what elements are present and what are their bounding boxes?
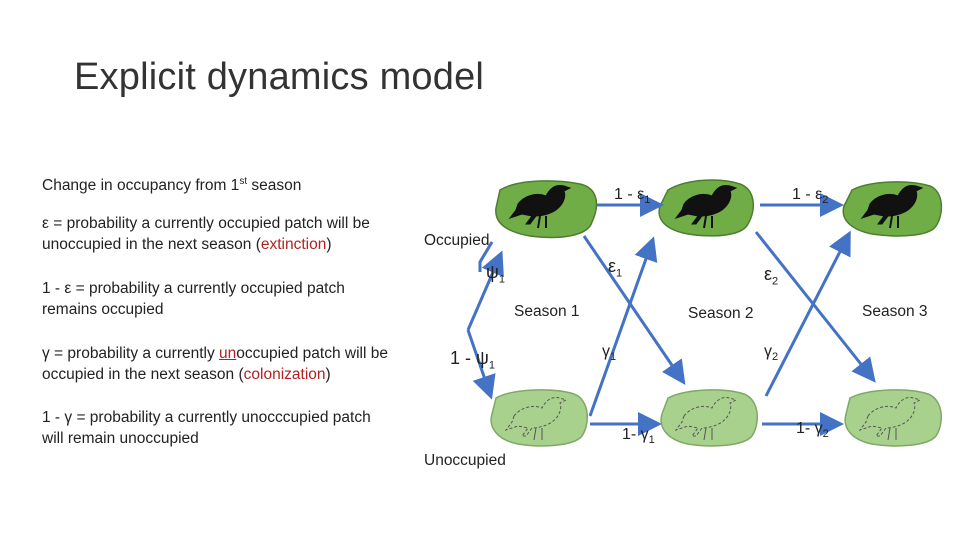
epsilon-def-pre: unoccupied in the next season ( xyxy=(42,236,261,253)
eps1-sub: 1 xyxy=(616,267,623,280)
subtitle: Change in occupancy from 1st season xyxy=(42,171,301,196)
eps1-symbol: ε xyxy=(608,256,617,276)
gamma1-symbol: γ xyxy=(602,343,610,360)
gamma-def-line2: occupied in the next season (colonizatio… xyxy=(42,364,388,385)
subtitle-end: season xyxy=(247,177,302,195)
epsilon-definition: ε = probability a currently occupied pat… xyxy=(42,213,370,255)
gamma1-sub: 1 xyxy=(610,351,617,364)
one-minus-epsilon-line1: 1 - ε = probability a currently occupied… xyxy=(42,280,345,297)
unoccupied-patch-season2 xyxy=(660,389,758,447)
one-minus-gamma1-text: 1- γ xyxy=(622,426,649,443)
one-minus-eps1-sub: 1 xyxy=(644,194,651,207)
initial-psi-arrow xyxy=(478,241,494,272)
gamma-def-post: occupied patch will be xyxy=(236,345,388,362)
gamma1-label: γ1 xyxy=(602,343,616,363)
one-minus-eps2-sub: 2 xyxy=(822,194,829,207)
one-minus-eps1-text: 1 - ε xyxy=(614,186,645,203)
one-minus-gamma1-label: 1- γ1 xyxy=(622,426,655,446)
psi-symbol: ψ xyxy=(486,262,499,282)
one-minus-gamma2-sub: 2 xyxy=(822,428,829,441)
gamma-def-line2-post: ) xyxy=(325,366,331,383)
one-minus-psi-sub: 1 xyxy=(488,359,495,372)
one-minus-gamma2-label: 1- γ2 xyxy=(796,420,829,440)
season2-label: Season 2 xyxy=(688,305,754,322)
one-minus-eps2-text: 1 - ε xyxy=(792,186,823,203)
gamma-def-line2-pre: occupied in the next season ( xyxy=(42,366,244,383)
one-minus-eps2-label: 1 - ε2 xyxy=(792,186,828,206)
occupied-patch-season1 xyxy=(495,180,598,239)
one-minus-gamma2-text: 1- γ xyxy=(796,420,823,437)
season3-label: Season 3 xyxy=(862,303,928,320)
one-minus-gamma-line1: 1 - γ = probability a currently unocccup… xyxy=(42,409,371,426)
psi-label: ψ1 xyxy=(486,262,505,286)
epsilon-def-line2: unoccupied in the next season (extinctio… xyxy=(42,234,370,255)
psi-branch-arrow xyxy=(466,250,504,331)
colonization-term: colonization xyxy=(243,366,326,383)
one-minus-gamma-definition: 1 - γ = probability a currently unocccup… xyxy=(42,407,371,449)
subtitle-main: Change in occupancy from 1 xyxy=(42,177,240,195)
occupied-patch-season2 xyxy=(658,179,754,237)
gamma2-sub: 2 xyxy=(772,351,779,364)
unoccupied-patch-season1 xyxy=(490,389,588,447)
one-minus-epsilon-line2: remains occupied xyxy=(42,301,164,318)
eps2-symbol: ε xyxy=(764,264,773,284)
unoccupied-patch-season3 xyxy=(844,389,942,447)
eps1-label: ε1 xyxy=(608,256,622,280)
one-minus-psi-label: 1 - ψ1 xyxy=(450,348,495,372)
one-minus-epsilon-definition: 1 - ε = probability a currently occupied… xyxy=(42,278,345,320)
occupied-label: Occupied xyxy=(424,232,490,249)
epsilon-def-line1: ε = probability a currently occupied pat… xyxy=(42,215,370,232)
eps2-label: ε2 xyxy=(764,264,778,288)
one-minus-gamma1-sub: 1 xyxy=(648,434,655,447)
colonization-arrow-2 xyxy=(764,230,851,397)
psi-sub: 1 xyxy=(498,273,505,286)
gamma-def-line1: γ = probability a currently unoccupied p… xyxy=(42,343,388,364)
gamma-def-pre: γ = probability a currently xyxy=(42,345,220,362)
eps2-sub: 2 xyxy=(772,275,779,288)
epsilon-def-post: ) xyxy=(326,236,332,253)
gamma2-symbol: γ xyxy=(764,343,772,360)
slide-title: Explicit dynamics model xyxy=(74,56,485,98)
occupied-patch-season3 xyxy=(842,181,943,237)
extinction-term: extinction xyxy=(260,236,327,253)
un-prefix: un xyxy=(219,345,237,362)
unoccupied-label: Unoccupied xyxy=(424,452,506,469)
colonization-arrow-1 xyxy=(588,236,658,417)
gamma-definition: γ = probability a currently unoccupied p… xyxy=(42,343,388,385)
one-minus-psi-branch-arrow xyxy=(466,329,496,400)
one-minus-psi-text: 1 - ψ xyxy=(450,348,489,368)
one-minus-eps1-label: 1 - ε1 xyxy=(614,186,650,206)
extinction-arrow-1 xyxy=(582,235,686,385)
gamma2-label: γ2 xyxy=(764,343,778,363)
one-minus-gamma-line2: will remain unoccupied xyxy=(42,430,199,447)
season1-label: Season 1 xyxy=(514,303,580,320)
subtitle-sup: st xyxy=(239,176,248,187)
